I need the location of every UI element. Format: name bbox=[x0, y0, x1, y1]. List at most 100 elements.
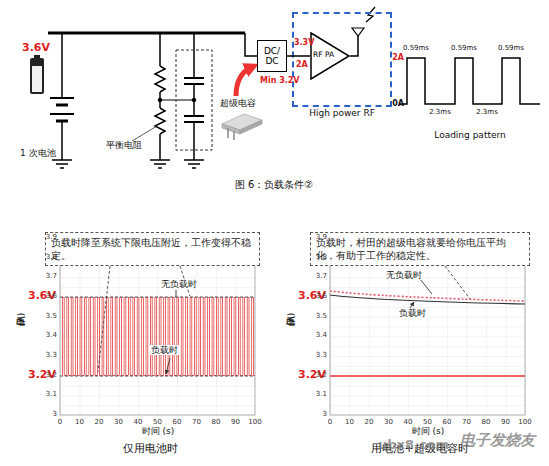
tick-label: 3.8 bbox=[46, 253, 57, 261]
junction-dot bbox=[158, 98, 162, 102]
leader-line bbox=[132, 126, 157, 141]
wire bbox=[61, 33, 63, 98]
limit-line bbox=[330, 375, 525, 377]
supercap-picture bbox=[222, 114, 262, 140]
tick-label: 30 bbox=[114, 418, 123, 426]
level-line bbox=[60, 376, 255, 377]
value-label: 0A bbox=[392, 99, 404, 108]
node-text: DC/ DC bbox=[262, 46, 282, 67]
annotation-label: 负载时 bbox=[398, 308, 427, 318]
value-label: Min 3.2V bbox=[260, 76, 300, 85]
voltage-pulses bbox=[62, 297, 255, 376]
wire bbox=[193, 84, 195, 116]
capacitor-group-outline bbox=[176, 50, 212, 150]
ground-symbol bbox=[184, 160, 204, 168]
current-waveform bbox=[400, 58, 540, 104]
battery-icon bbox=[30, 55, 44, 94]
tick-label: 70 bbox=[462, 418, 471, 426]
tick-label: 90 bbox=[501, 418, 510, 426]
flow-arrow bbox=[236, 67, 252, 96]
tick-label: 30 bbox=[384, 418, 393, 426]
tick-label: 3.7 bbox=[46, 272, 57, 280]
time-label: 0.59ms bbox=[403, 44, 429, 52]
power-bus bbox=[48, 32, 245, 35]
tick-label: 60 bbox=[443, 418, 452, 426]
tick-label: 3.7 bbox=[316, 272, 327, 280]
tick-label: 70 bbox=[192, 418, 201, 426]
pointer-arrow bbox=[166, 358, 170, 374]
tick-label: 3.3 bbox=[46, 351, 57, 359]
part-label: 时间 (s) bbox=[412, 426, 445, 436]
node-text: 负载时，村田的超级电容就要给你电压平均化，有助于工作的稳定性。 bbox=[316, 236, 524, 262]
figure-caption: 图 6：负载条件② bbox=[235, 178, 314, 192]
tick-label: 3.1 bbox=[46, 390, 57, 398]
time-label: 2.3ms bbox=[476, 108, 498, 116]
tick-label: 10 bbox=[75, 418, 84, 426]
tick-label: 50 bbox=[153, 418, 162, 426]
antenna-symbol bbox=[352, 28, 364, 36]
node-text: RF PA bbox=[313, 50, 334, 59]
annotation-label: 负载时 bbox=[150, 345, 179, 355]
no-load-curve bbox=[330, 291, 525, 301]
leader-line bbox=[98, 266, 110, 372]
chart-caption: 仅用电池时 bbox=[123, 443, 178, 456]
wire bbox=[160, 99, 194, 100]
tick-label: 60 bbox=[173, 418, 182, 426]
load-curve bbox=[330, 295, 525, 304]
capacitor-symbol bbox=[184, 78, 204, 84]
part-label: 平衡电阻 bbox=[106, 140, 142, 150]
tick-label: 3.5 bbox=[316, 312, 327, 320]
pointer-line bbox=[176, 290, 177, 297]
wire bbox=[159, 134, 161, 160]
tick-label: 100 bbox=[518, 418, 531, 426]
supercap-lead bbox=[228, 128, 234, 140]
capacitor-symbol bbox=[184, 116, 204, 122]
tick-label: 90 bbox=[231, 418, 240, 426]
tick-label: 3.2 bbox=[316, 371, 327, 379]
supercap-side bbox=[240, 120, 262, 134]
rf-module-box: High power RFRF PA bbox=[292, 12, 392, 107]
tick-label: 100 bbox=[248, 418, 261, 426]
axis-title: 电压 (V) bbox=[286, 310, 296, 326]
axis-title: 电压 (V) bbox=[16, 310, 26, 326]
tick-label: 20 bbox=[365, 418, 374, 426]
watermark: 电子发烧友 bbox=[460, 432, 535, 449]
tick-label: 3.6 bbox=[316, 292, 327, 300]
bus-wire bbox=[245, 33, 257, 56]
voltage-label: 3.6V bbox=[22, 42, 50, 55]
part-label: 超级电容 bbox=[220, 98, 256, 108]
connector-line bbox=[287, 55, 310, 57]
ground-symbol bbox=[150, 160, 170, 168]
value-label: 3.3V bbox=[294, 38, 314, 47]
tick-label: 3.4 bbox=[316, 331, 327, 339]
lightning-symbol bbox=[366, 7, 375, 22]
part-label: 时间 (s) bbox=[142, 426, 175, 436]
part-label: 1 次电池 bbox=[20, 148, 56, 158]
tick-label: 3.5 bbox=[46, 312, 57, 320]
tick-label: 10 bbox=[345, 418, 354, 426]
annotation-label: 无负载时 bbox=[160, 279, 198, 289]
tick-label: 50 bbox=[423, 418, 432, 426]
tick-label: 3.3 bbox=[316, 351, 327, 359]
wire bbox=[193, 33, 195, 78]
node-text: 负载时降至系统下限电压附近，工作变得不稳定。 bbox=[51, 236, 254, 262]
time-label: 0.59ms bbox=[498, 44, 524, 52]
tick-label: 3.2 bbox=[46, 371, 57, 379]
tick-label: 20 bbox=[95, 418, 104, 426]
annotation-label: 无负载时 bbox=[385, 270, 423, 280]
callout-box: 负载时降至系统下限电压附近，工作变得不稳定。 bbox=[45, 232, 260, 266]
time-label: 2.3ms bbox=[429, 108, 451, 116]
battery-terminal bbox=[34, 55, 40, 58]
battery-symbol bbox=[50, 97, 74, 99]
circuit bbox=[48, 7, 375, 168]
tick-label: 3 bbox=[53, 410, 57, 418]
tick-label: 3.6 bbox=[46, 292, 57, 300]
value-label: 2A bbox=[392, 53, 404, 62]
tick-label: 0 bbox=[328, 418, 332, 426]
watermark: ubx8.com bbox=[378, 438, 449, 453]
part-label: Loading pattern bbox=[434, 130, 505, 140]
tick-label: 3.8 bbox=[316, 253, 327, 261]
amplifier-triangle-shape bbox=[311, 33, 349, 79]
wire bbox=[61, 121, 63, 160]
